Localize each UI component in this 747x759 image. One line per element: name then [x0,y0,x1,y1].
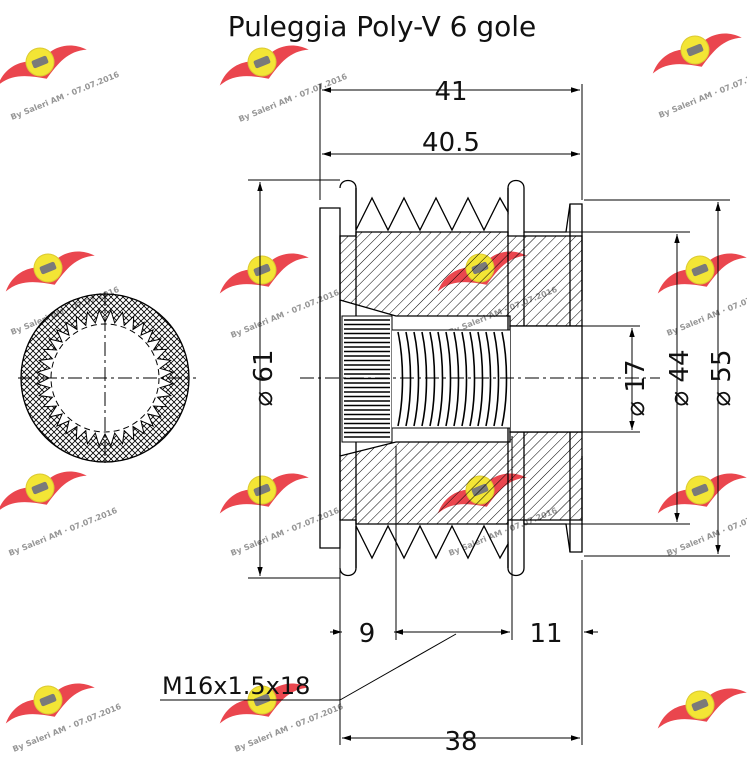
thread-turn [469,331,476,427]
dim-spline-depth: 9 [359,619,376,649]
thread-turn [493,331,500,427]
thread-turn [501,331,508,427]
thread-section [392,329,510,429]
watermark-text: By Saleri AM · 07.07.2016 [9,70,121,122]
thread-turn [421,331,428,427]
thread-turn [437,331,444,427]
drawing-title: Puleggia Poly-V 6 gole [228,10,537,43]
watermark-text: By Saleri AM · 07.07.2016 [665,286,747,338]
dim-bore-diameter-value: 17 [621,359,651,392]
thread-turn [445,331,452,427]
thread-turn [477,331,484,427]
dim-hub-length: 11 [529,619,562,649]
spline-section [341,315,393,443]
thread-turn [429,331,436,427]
thread-turn [485,331,492,427]
bore [509,325,583,433]
section-hatch-top [339,231,583,327]
watermark-logo [211,238,314,306]
dim-overall-length: 41 [434,77,467,107]
thread-turn [405,331,412,427]
dim-hub-diameter: ⌀ 44 [665,349,695,406]
thread-turn [453,331,460,427]
watermark-text: By Saleri AM · 07.07.2016 [237,72,349,124]
dim-body-length: 38 [444,727,477,757]
dim-flange-diameter: ⌀ 55 [707,349,737,406]
end-view [18,292,196,466]
watermark-logo [644,18,747,86]
watermark-logo [0,236,100,304]
watermark-text: By Saleri AM · 07.07.2016 [229,288,341,340]
watermark-text: By Saleri AM · 07.07.2016 [665,506,747,558]
pulley-section [300,179,660,577]
dim-outer-diameter-value: 61 [249,349,279,382]
watermark-text: By Saleri AM · 07.07.2016 [229,506,341,558]
thread-turn [461,331,468,427]
diameter-symbol: ⌀ [249,383,279,407]
section-hatch-bottom [339,431,583,525]
thread-callout: M16x1.5x18 [162,672,310,700]
watermark-logo [649,458,747,526]
thread-turn [397,331,404,427]
groove-profile-top [339,179,583,300]
groove-profile-bottom [339,456,583,577]
dim-outer-diameter: ⌀ 61 [249,349,279,406]
watermark-logo [649,673,747,741]
dim-flange-diameter-value: 55 [707,349,737,382]
dim-pulley-length: 40.5 [422,128,480,158]
dim-bore-diameter: ⌀ 17 [621,359,651,416]
dimensions: 41 40.5 ⌀ 61 ⌀ 17 ⌀ 44 ⌀ 55 [160,77,737,757]
watermark-logo [0,456,92,524]
watermark-logo [649,238,747,306]
watermark-logo [211,458,314,526]
dim-hub-diameter-value: 44 [665,349,695,382]
thread-turn [413,331,420,427]
watermark-text: By Saleri AM · 07.07.2016 [657,68,747,120]
watermark-text: By Saleri AM · 07.07.2016 [7,506,119,558]
